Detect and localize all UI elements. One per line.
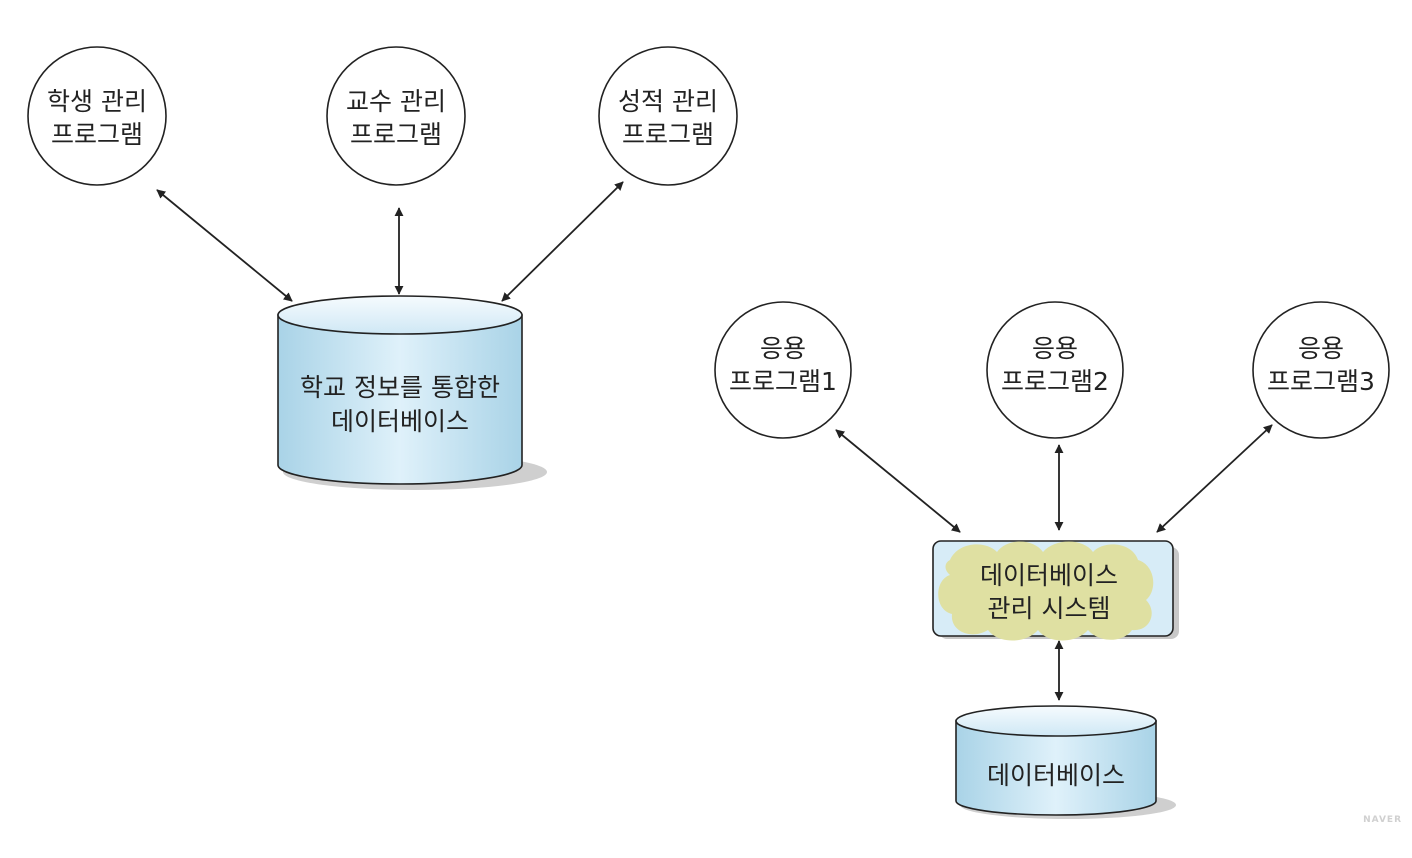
cylinder-top: [277, 295, 523, 335]
application-program-2: 응용 프로그램2: [986, 301, 1124, 439]
database-label: 데이터베이스: [987, 761, 1125, 790]
program-circle: [27, 46, 167, 186]
program-label-line2: 프로그램2: [1001, 367, 1109, 396]
program-label-line2: 프로그램: [350, 120, 442, 149]
program-label-line1: 응용: [1032, 334, 1078, 363]
dbms-cloud: [938, 541, 1154, 641]
program-circle: [1252, 301, 1390, 439]
program-circle: [326, 46, 466, 186]
double-arrow-icon: [835, 429, 961, 533]
dbms-model: 응용 프로그램1 응용 프로그램2 응용 프로그램3 데이터베이스 관리 시스템: [714, 301, 1390, 819]
program-circle: [714, 301, 852, 439]
dbms-box: 데이터베이스 관리 시스템: [932, 540, 1179, 641]
professor-management-program: 교수 관리 프로그램: [326, 46, 466, 186]
program-label-line1: 응용: [1298, 334, 1344, 363]
dbms-label-line2: 관리 시스템: [988, 594, 1111, 623]
database-cylinder-icon: 데이터베이스: [955, 705, 1176, 819]
program-circle: [986, 301, 1124, 439]
program-label-line2: 프로그램1: [729, 367, 837, 396]
double-arrow-icon: [156, 189, 293, 302]
integrated-database-cylinder-icon: 학교 정보를 통합한 데이터베이스: [277, 295, 547, 490]
database-label-line1: 학교 정보를 통합한: [300, 373, 500, 402]
program-label-line1: 학생 관리: [47, 87, 147, 116]
cylinder-top: [955, 705, 1157, 737]
application-program-3: 응용 프로그램3: [1252, 301, 1390, 439]
dbms-label-line1: 데이터베이스: [980, 561, 1118, 590]
program-label-line2: 프로그램: [51, 120, 143, 149]
program-circle: [598, 46, 738, 186]
database-label-line2: 데이터베이스: [331, 407, 469, 436]
program-label-line2: 프로그램3: [1267, 367, 1375, 396]
watermark: NAVER: [1363, 815, 1402, 825]
cylinder-body: [277, 314, 523, 485]
cylinder-body: [955, 720, 1157, 816]
student-management-program: 학생 관리 프로그램: [27, 46, 167, 186]
double-arrow-icon: [501, 181, 624, 302]
double-arrow-icon: [1156, 424, 1273, 533]
program-label-line1: 교수 관리: [346, 87, 446, 116]
grade-management-program: 성적 관리 프로그램: [598, 46, 738, 186]
program-label-line1: 응용: [760, 334, 806, 363]
program-label-line1: 성적 관리: [618, 87, 718, 116]
program-label-line2: 프로그램: [622, 120, 714, 149]
integrated-database-model: 학생 관리 프로그램 교수 관리 프로그램 성적 관리 프로그램 학교 정보를 …: [27, 46, 738, 490]
application-program-1: 응용 프로그램1: [714, 301, 852, 439]
